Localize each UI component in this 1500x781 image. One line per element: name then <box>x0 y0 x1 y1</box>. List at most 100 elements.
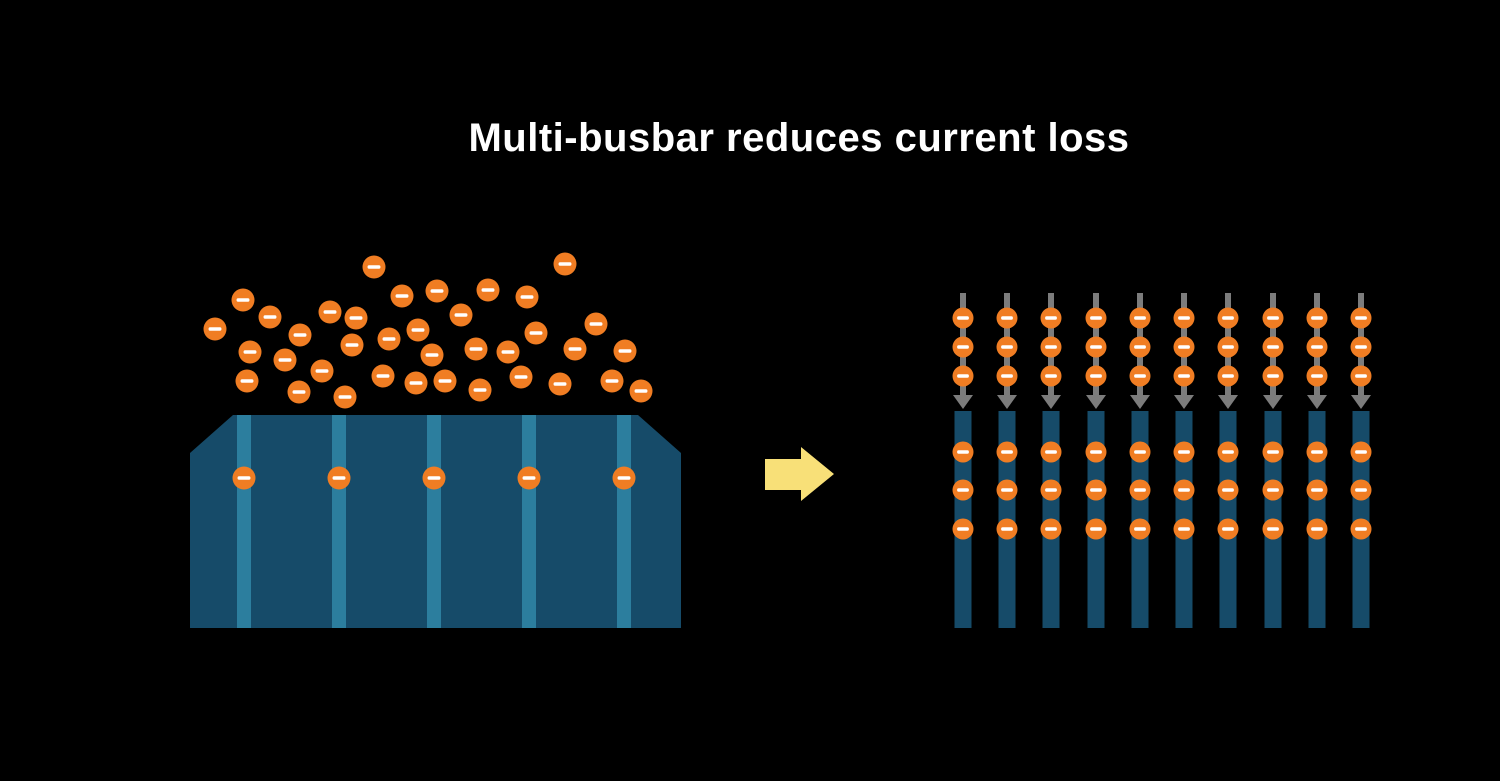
flowing-electron <box>1173 336 1195 358</box>
minus-icon <box>1311 450 1323 454</box>
flowing-electron <box>1350 336 1372 358</box>
multi-busbar-column-8 <box>1262 293 1284 628</box>
flowing-electron <box>1040 336 1062 358</box>
busbar-stripe-4 <box>522 415 536 628</box>
down-arrow-head <box>1174 395 1194 409</box>
flowing-electron <box>1306 336 1328 358</box>
flowing-electron <box>1040 365 1062 387</box>
flowing-electron <box>952 336 974 358</box>
minus-icon <box>292 390 306 394</box>
minus-icon <box>957 527 969 531</box>
minus-icon <box>1267 374 1279 378</box>
collected-electron <box>996 441 1018 463</box>
cloud-electron <box>258 305 282 329</box>
down-arrow-head <box>1086 395 1106 409</box>
cloud-electron <box>235 369 259 393</box>
minus-icon <box>1090 488 1102 492</box>
minus-icon <box>1090 374 1102 378</box>
minus-icon <box>1134 316 1146 320</box>
minus-icon <box>1001 527 1013 531</box>
minus-icon <box>957 345 969 349</box>
minus-icon <box>1355 450 1367 454</box>
multi-busbar-column-6 <box>1173 293 1195 628</box>
minus-icon <box>263 315 277 319</box>
minus-icon <box>430 289 444 293</box>
flowing-electron <box>996 365 1018 387</box>
cloud-electron <box>287 380 311 404</box>
minus-icon <box>1222 488 1234 492</box>
down-arrow-head <box>1351 395 1371 409</box>
flowing-electron <box>1129 307 1151 329</box>
multi-busbar-column-5 <box>1129 293 1151 628</box>
down-arrow-head <box>1130 395 1150 409</box>
minus-icon <box>1134 374 1146 378</box>
minus-icon <box>236 298 250 302</box>
flowing-electron <box>996 307 1018 329</box>
minus-icon <box>1267 316 1279 320</box>
cloud-electron <box>288 323 312 347</box>
minus-icon <box>1178 488 1190 492</box>
minus-icon <box>1222 345 1234 349</box>
minus-icon <box>522 476 536 480</box>
minus-icon <box>558 262 572 266</box>
collected-electron <box>996 518 1018 540</box>
collected-electron <box>1085 518 1107 540</box>
collected-electron <box>952 479 974 501</box>
minus-icon <box>278 358 292 362</box>
minus-icon <box>1045 374 1057 378</box>
minus-icon <box>1311 345 1323 349</box>
cloud-electron <box>464 337 488 361</box>
minus-icon <box>345 343 359 347</box>
multi-busbar-group <box>952 293 1372 628</box>
flowing-electron <box>952 307 974 329</box>
minus-icon <box>1222 450 1234 454</box>
minus-icon <box>376 374 390 378</box>
minus-icon <box>1267 527 1279 531</box>
multi-busbar-column-9 <box>1306 293 1328 628</box>
cloud-electron <box>433 369 457 393</box>
flowing-electron <box>1173 307 1195 329</box>
cloud-electron <box>476 278 500 302</box>
multi-busbar-column-2 <box>996 293 1018 628</box>
minus-icon <box>1090 527 1102 531</box>
cloud-electron <box>406 318 430 342</box>
minus-icon <box>1001 374 1013 378</box>
cloud-electron <box>515 285 539 309</box>
collected-electron <box>996 479 1018 501</box>
minus-icon <box>634 389 648 393</box>
minus-icon <box>1134 488 1146 492</box>
cloud-electron <box>509 365 533 389</box>
collected-electron <box>1129 518 1151 540</box>
flowing-electron <box>1217 365 1239 387</box>
minus-icon <box>1311 374 1323 378</box>
down-arrow-head <box>953 395 973 409</box>
cloud-electron <box>344 306 368 330</box>
minus-icon <box>1178 527 1190 531</box>
collected-electron <box>1217 441 1239 463</box>
minus-icon <box>1001 316 1013 320</box>
minus-icon <box>618 349 632 353</box>
minus-icon <box>957 316 969 320</box>
cloud-electron <box>600 369 624 393</box>
flowing-electron <box>1085 365 1107 387</box>
collected-electron <box>1040 518 1062 540</box>
minus-icon <box>425 353 439 357</box>
cloud-electron <box>371 364 395 388</box>
flowing-electron <box>1129 365 1151 387</box>
minus-icon <box>1001 345 1013 349</box>
minus-icon <box>1178 374 1190 378</box>
multi-busbar-column-4 <box>1085 293 1107 628</box>
collected-electron <box>1173 441 1195 463</box>
minus-icon <box>1178 450 1190 454</box>
minus-icon <box>1355 316 1367 320</box>
collected-electron <box>1306 441 1328 463</box>
minus-icon <box>1222 316 1234 320</box>
cloud-electron <box>553 252 577 276</box>
busbar-stripe-3 <box>427 415 441 628</box>
collected-electron <box>1040 479 1062 501</box>
minus-icon <box>617 476 631 480</box>
cloud-electron <box>377 327 401 351</box>
minus-icon <box>589 322 603 326</box>
cell-electron <box>232 466 256 490</box>
